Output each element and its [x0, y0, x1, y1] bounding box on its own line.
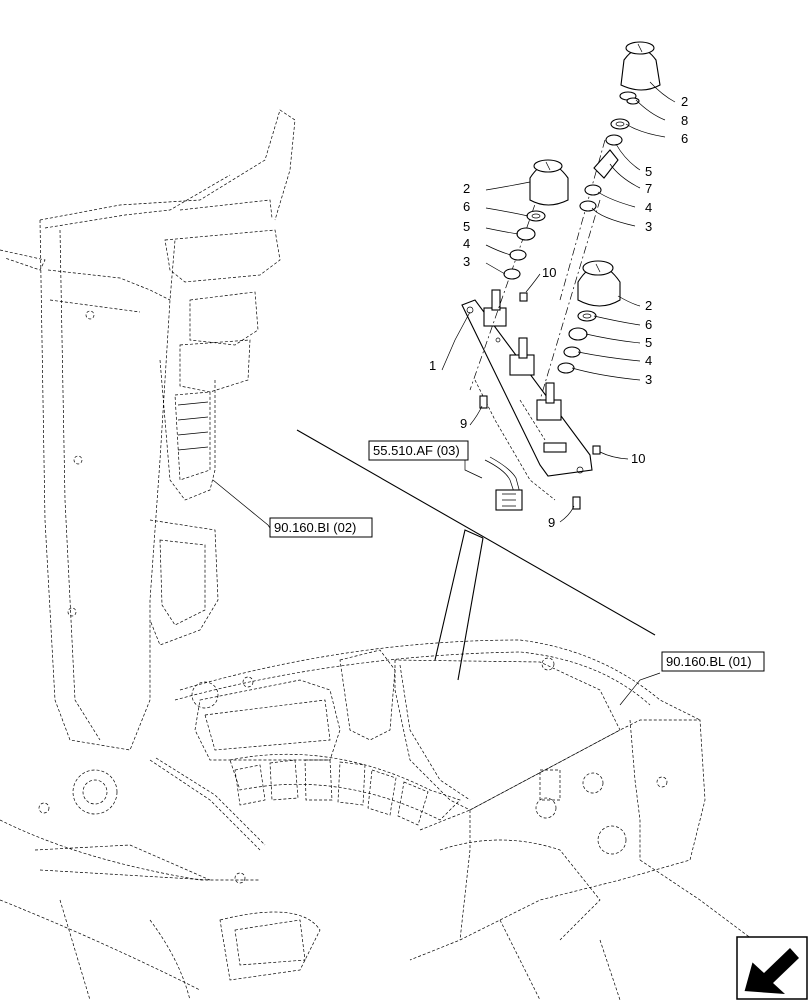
next-page-arrow-icon[interactable] [736, 936, 808, 1000]
callout-9-upper: 9 [460, 416, 467, 431]
washer-left-3 [503, 268, 521, 280]
section-lines [296, 429, 656, 681]
callout-top-8: 8 [681, 113, 688, 128]
control-panel-plate [461, 299, 593, 501]
callout-labels: 1 2 8 6 5 7 4 3 2 6 5 4 3 10 2 6 5 4 3 9… [429, 94, 688, 530]
callout-10-lower: 10 [631, 451, 645, 466]
ring-left-5 [516, 227, 536, 241]
washer-left-6 [526, 210, 546, 222]
callout-left-2: 2 [463, 181, 470, 196]
washer-right-4 [563, 346, 581, 358]
indicator-plate-7 [593, 149, 619, 179]
callout-9-lower: 9 [548, 515, 555, 530]
callout-left-10: 10 [542, 265, 556, 280]
callout-top-4: 4 [645, 200, 652, 215]
washer-right-6 [577, 310, 597, 322]
screw-left-10 [519, 292, 528, 302]
ref-box-90160bi[interactable]: 90.160.BI (02) [269, 517, 373, 538]
encoder-left [483, 289, 507, 327]
ring-right-5 [568, 327, 588, 341]
ref-box-55510[interactable]: 55.510.AF (03) [368, 440, 469, 461]
screw-9-upper [479, 395, 488, 409]
washer-right-3 [557, 362, 575, 374]
washer-top-4 [584, 184, 602, 196]
callout-top-5: 5 [645, 164, 652, 179]
callout-top-6: 6 [681, 131, 688, 146]
callout-right-5: 5 [645, 335, 652, 350]
callout-right-3: 3 [645, 372, 652, 387]
ref-55510-label: 55.510.AF (03) [373, 443, 460, 458]
nut-top-8 [626, 97, 640, 105]
callout-top-7: 7 [645, 181, 652, 196]
ref-90160bl-label: 90.160.BL (01) [666, 654, 752, 669]
screw-10-lower [592, 445, 601, 455]
callout-right-6: 6 [645, 317, 652, 332]
callout-top-2: 2 [681, 94, 688, 109]
knob-top [620, 41, 661, 91]
ring-top-5 [605, 134, 623, 146]
ref-90160bi-label: 90.160.BI (02) [274, 520, 356, 535]
callout-left-5: 5 [463, 219, 470, 234]
encoder-right [536, 382, 562, 421]
knob-left [529, 159, 569, 206]
callout-left-6: 6 [463, 199, 470, 214]
panel-connector [543, 442, 567, 453]
callout-left-4: 4 [463, 236, 470, 251]
encoder-middle [509, 337, 535, 376]
washer-left-4 [509, 249, 527, 261]
callout-left-3: 3 [463, 254, 470, 269]
knob-right [577, 260, 621, 307]
console-housing [0, 639, 781, 1001]
ref-box-90160bl[interactable]: 90.160.BL (01) [661, 651, 765, 672]
wire-harness [484, 456, 523, 511]
a-pillar-trim [0, 109, 296, 751]
screw-9-lower [572, 496, 581, 510]
callout-top-3: 3 [645, 219, 652, 234]
callout-1: 1 [429, 358, 436, 373]
callout-right-2: 2 [645, 298, 652, 313]
callout-right-4: 4 [645, 353, 652, 368]
leader-lines [212, 81, 676, 706]
washer-top-6 [610, 118, 630, 130]
